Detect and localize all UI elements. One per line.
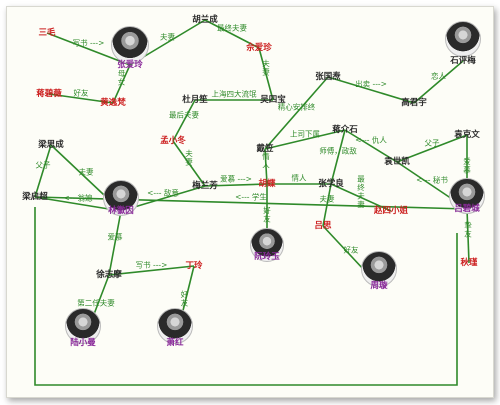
- relation-label-liangqichao-linhuiyin: <-- 翁媳: [63, 193, 93, 203]
- person-lvbicheng: 吕碧城: [454, 204, 480, 214]
- person-jiangjieshi: 蒋介石: [332, 125, 358, 135]
- person-lvsi: 吕思: [314, 221, 332, 231]
- portrait-zhouxuan: [361, 251, 397, 287]
- person-yuxiuzhen: 佘爱珍: [246, 43, 272, 53]
- person-huangyijue: 黄逸梵: [100, 98, 126, 108]
- person-luxiaoman: 陆小曼: [70, 338, 96, 348]
- relation-label-yuankewen-lvbicheng: 爱慕: [462, 157, 472, 175]
- person-xuzhimo: 徐志摩: [96, 270, 122, 280]
- person-jiangbiwei: 蒋碧薇: [36, 89, 62, 99]
- person-xiaohong: 萧红: [166, 338, 184, 348]
- person-ruanlingyu: 阮玲玉: [254, 252, 280, 262]
- relation-label-meilanfang-hudie: 爱慕 --->: [220, 174, 252, 184]
- relation-label-dingling-xiaohong: 好友: [180, 290, 189, 307]
- relation-label-lvbicheng-qiujin: 挚友: [463, 221, 473, 239]
- relation-line-meilanfang-hudie: [204, 183, 268, 187]
- relation-line-xuzhimo-dingling: [108, 265, 195, 276]
- relation-label-duyuesheng-wusibao: 上海四大流氓: [211, 89, 257, 99]
- relation-line-zhangguotao-gaojunyu: [327, 76, 415, 104]
- person-zhouxuan: 周璇: [370, 281, 388, 291]
- relation-label-zhangailing-huhancheng: 夫妻: [160, 32, 175, 41]
- person-daili: 戴笠: [256, 144, 274, 154]
- person-mengxiaodong: 孟小冬: [160, 136, 186, 146]
- person-shipingmei: 石评梅: [450, 56, 476, 66]
- relation-line-duyuesheng-mengxiaodong: [172, 99, 196, 142]
- relation-line-zhangguotao-daili: [264, 76, 329, 150]
- relation-label-zhangguotao-daili: 精心安排终: [277, 102, 316, 112]
- relation-label-huhancheng-yuxiuzhen: 最终夫妻: [217, 23, 247, 33]
- relation-label-zhangxueliang-lvsi: 夫妻: [319, 194, 335, 204]
- relation-label-daili-hudie: 情人: [261, 152, 271, 169]
- person-qiujin: 秋瑾: [460, 258, 478, 268]
- relation-label-lvbicheng-yuanshikai: <--- 秘书: [416, 175, 448, 184]
- portrait-luxiaoman: [65, 308, 101, 344]
- relation-label-liangqichao-lvbicheng: <--- 学生: [235, 192, 267, 202]
- relation-line-daili-hudie: [264, 148, 268, 185]
- relation-label-zhangxueliang-zhaosixiaojie: 最终夫妻: [356, 174, 366, 209]
- relation-line-lvbicheng-qiujin: [466, 208, 470, 264]
- portrait-lvbicheng: [449, 178, 485, 214]
- person-huhancheng: 胡兰成: [192, 15, 218, 25]
- person-wusibao: 吴四宝: [260, 95, 286, 105]
- portrait-linhuiyin: [103, 180, 139, 216]
- person-zhangxueliang: 张学良: [318, 179, 344, 189]
- person-gaojunyu: 高君宇: [401, 98, 427, 108]
- bracket-line: [34, 207, 458, 386]
- relation-label-jiangbiwei-huangyijue: 好友: [73, 88, 89, 97]
- relation-line-jiangjieshi-zhangxueliang: [330, 129, 346, 185]
- relation-label-duyuesheng-mengxiaodong: 最后夫妻: [169, 110, 199, 119]
- portrait-zhangailing: [111, 26, 149, 64]
- relation-line-daili-jiangjieshi: [264, 129, 346, 150]
- relation-label-linhuiyin-xuzhimo: 爱慕: [107, 232, 123, 242]
- portrait-xiaohong: [157, 308, 193, 344]
- person-dingling: 丁玲: [185, 261, 203, 271]
- portrait-shipingmei: [445, 21, 481, 57]
- portrait-ruanlingyu: [250, 228, 284, 262]
- relation-line-shipingmei-gaojunyu: [413, 60, 464, 104]
- relation-label-sanmao-zhangailing: 写书 --->: [72, 38, 105, 48]
- relation-label-jiangjieshi-zhangxueliang: 师傅，政敌: [319, 146, 357, 156]
- relation-line-yuankewen-yuanshikai: [396, 134, 468, 163]
- relation-label-mengxiaodong-meilanfang: 夫妻: [184, 149, 194, 166]
- relation-line-sanmao-zhangailing: [46, 32, 131, 66]
- relation-line-linhuiyin-xuzhimo: [108, 210, 122, 276]
- relation-label-yuankewen-yuanshikai: 父子: [424, 138, 440, 147]
- relation-label-hudie-ruanlingyu: 好友: [262, 206, 272, 223]
- person-meilanfang: 梅兰芳: [192, 181, 218, 191]
- relation-label-linhuiyin-meilanfang: <--- 敌意: [147, 188, 179, 197]
- person-zhangguotao: 张国焘: [315, 72, 341, 82]
- relation-label-shipingmei-gaojunyu: 恋人: [431, 71, 446, 81]
- relation-label-zhangguotao-gaojunyu: 出卖 --->: [355, 79, 387, 89]
- person-yuanshikai: 袁世凯: [384, 157, 410, 167]
- relation-label-zhangailing-huangyijue: 母女: [117, 69, 126, 87]
- relation-line-jiangjieshi-yuanshikai: [344, 129, 398, 163]
- relation-line-yuxiuzhen-wusibao: [258, 47, 274, 101]
- person-hudie: 胡蝶: [258, 179, 276, 189]
- relation-line-mengxiaodong-meilanfang: [172, 140, 206, 187]
- person-linhuiyin: 林徽因: [108, 206, 134, 216]
- relation-label-liangsicheng-linhuiyin: 夫妻: [78, 167, 94, 177]
- person-zhangailing: 张爱玲: [117, 60, 143, 70]
- relation-label-jiangjieshi-yuanshikai: <--- 仇人: [355, 135, 387, 145]
- relation-label-xuzhimo-luxiaoman: 第二任夫妻: [77, 298, 115, 308]
- relation-label-daili-jiangjieshi: 上司下属: [290, 129, 320, 138]
- person-yuankewen: 袁克文: [454, 130, 480, 140]
- relation-label-yuxiuzhen-wusibao: 夫妻: [261, 59, 271, 77]
- diagram-frame: 写书 --->夫妻最终夫妻母女好友夫妻上海四大流氓出卖 --->恋人精心安排终最…: [6, 6, 494, 398]
- relation-line-jiangbiwei-huangyijue: [48, 93, 114, 104]
- relation-line-zhangailing-huangyijue: [112, 64, 131, 104]
- relation-label-lvsi-zhouxuan: 好友: [343, 245, 359, 255]
- person-zhaosixiaojie: 赵四小姐: [373, 206, 409, 216]
- person-liangsicheng: 梁思成: [38, 140, 64, 150]
- relation-label-liangsicheng-liangqichao: 父子: [35, 160, 51, 170]
- relation-line-liangsicheng-liangqichao: [34, 144, 52, 198]
- relation-label-xuzhimo-dingling: 写书 --->: [135, 260, 168, 269]
- person-sanmao: 三毛: [38, 28, 56, 38]
- relation-line-huhancheng-yuxiuzhen: [204, 19, 260, 49]
- person-duyuesheng: 杜月笙: [182, 95, 208, 105]
- person-liangqichao: 梁启超: [22, 192, 48, 202]
- relation-label-hudie-zhangxueliang: 情人: [291, 173, 307, 183]
